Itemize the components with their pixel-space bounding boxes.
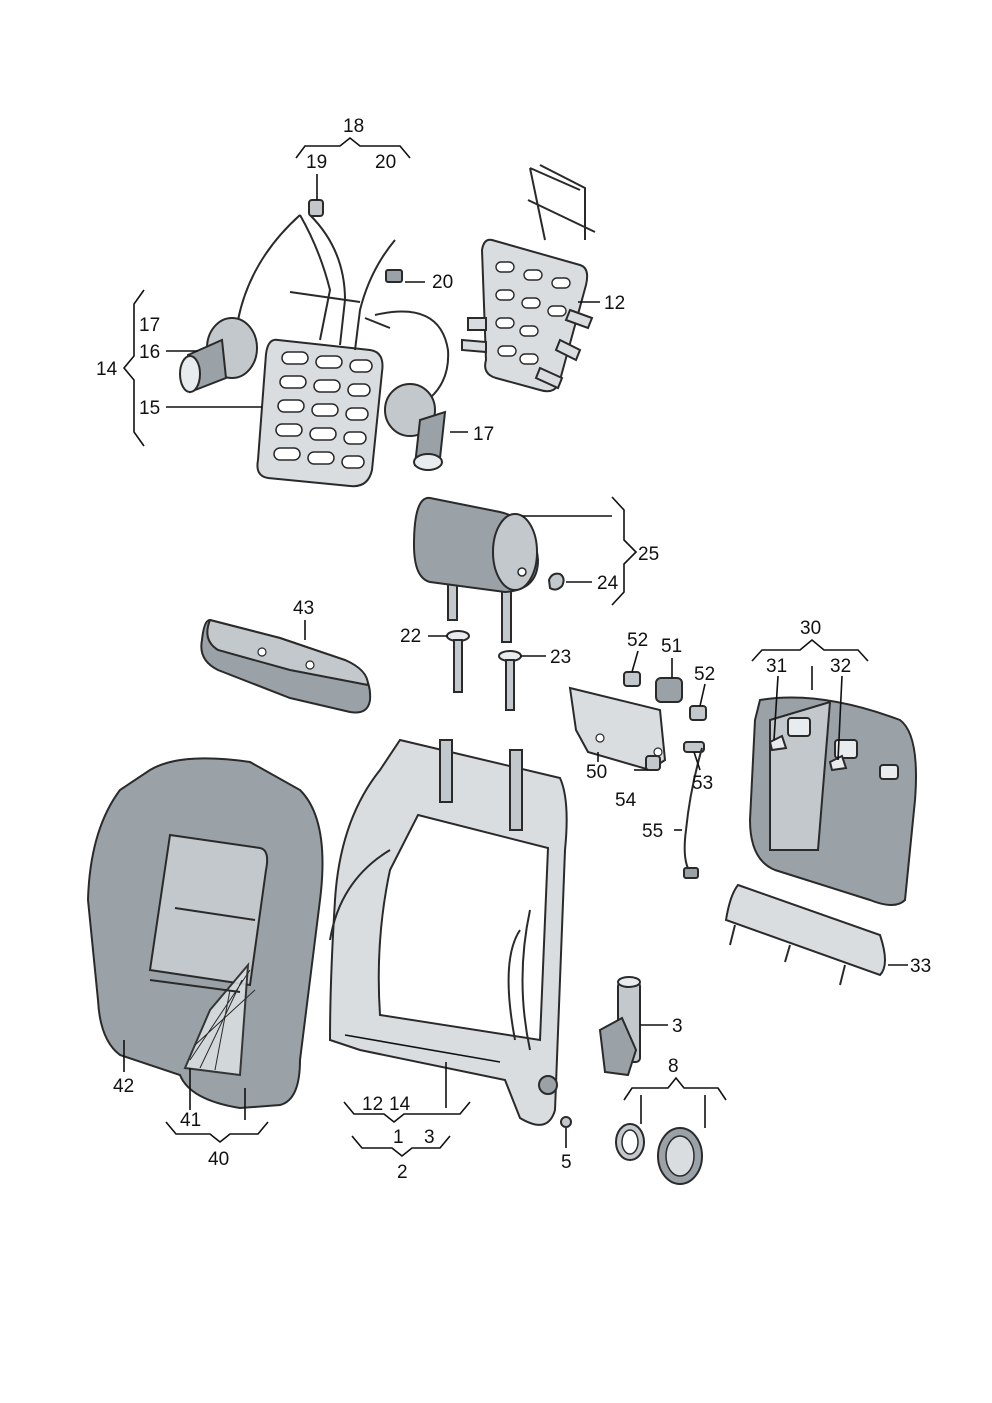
label-24: 24 (597, 573, 619, 594)
label-53: 53 (692, 773, 713, 794)
trim-strip (724, 883, 886, 986)
label-22: 22 (400, 626, 421, 647)
label-40: 40 (208, 1149, 229, 1170)
label-23: 23 (550, 647, 571, 668)
label-30: 30 (800, 618, 821, 639)
label-16: 16 (139, 342, 160, 363)
label-25: 25 (638, 544, 659, 565)
label-12: 12 (362, 1094, 383, 1115)
label-5: 5 (561, 1152, 572, 1173)
label-52: 52 (627, 630, 648, 651)
bracket-assembly (568, 671, 707, 879)
label-17: 17 (473, 424, 494, 445)
label-33: 33 (910, 956, 931, 977)
label-18: 18 (343, 116, 364, 137)
backrest-cover (86, 757, 324, 1110)
head-restraint (412, 496, 565, 711)
label-14: 14 (389, 1094, 411, 1115)
label-55: 55 (642, 821, 663, 842)
callout-labels: 18 19 20 20 12 17 14 16 15 17 25 24 43 2… (96, 116, 931, 1183)
label-12: 12 (604, 293, 625, 314)
label-8: 8 (668, 1056, 679, 1077)
label-32: 32 (830, 656, 851, 677)
backrest-support-plate (461, 164, 596, 393)
label-19: 19 (306, 152, 327, 173)
label-20: 20 (375, 152, 396, 173)
adjuster-motor (598, 976, 641, 1077)
label-20: 20 (432, 272, 453, 293)
backrest-frame (328, 738, 568, 1126)
label-1: 1 (393, 1127, 404, 1148)
label-43: 43 (293, 598, 314, 619)
label-14: 14 (96, 359, 118, 380)
adjuster-rings (615, 1123, 703, 1185)
label-3: 3 (424, 1127, 435, 1148)
label-41: 41 (180, 1110, 201, 1131)
label-51: 51 (661, 636, 682, 657)
label-42: 42 (113, 1076, 134, 1097)
label-31: 31 (766, 656, 787, 677)
label-2: 2 (397, 1162, 408, 1183)
label-17: 17 (139, 315, 160, 336)
label-50: 50 (586, 762, 607, 783)
lumbar-support-assembly (179, 199, 450, 488)
label-15: 15 (139, 398, 160, 419)
foam-pad (200, 618, 372, 714)
label-52: 52 (694, 664, 715, 685)
rear-panel (748, 696, 917, 906)
label-54: 54 (615, 790, 637, 811)
screw (560, 1116, 572, 1128)
label-3: 3 (672, 1016, 683, 1037)
callout-lines (122, 136, 908, 1158)
